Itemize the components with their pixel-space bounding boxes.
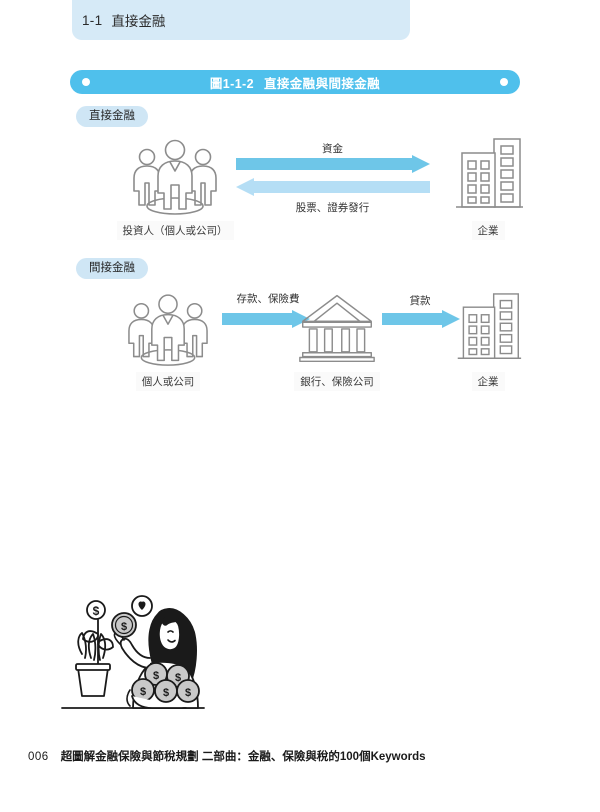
arrow-right-deposit-icon [222,310,310,328]
svg-text:$: $ [153,670,159,682]
svg-text:$: $ [163,687,169,699]
flow-label-funds: 資金 [322,143,343,155]
figure-title: 直接金融與間接金融 [263,76,381,91]
arrow-left-securities-icon [236,178,430,196]
flow-label-securities-issue: 股票、證券發行 [295,202,370,214]
three-people-icon [133,139,217,215]
page-footer: 006 超圖解金融保險與節稅規劃 二部曲：金融、保險與稅的100個Keywords [28,748,426,764]
figure-title-banner: 圖1-1-2 直接金融與間接金融 [70,70,520,94]
flow-label-loan: 貸款 [409,295,431,307]
banner-dot-left-icon [82,78,90,86]
node-individual-label: 個人或公司 [135,372,201,391]
section-label-direct-finance: 直接金融 [76,106,148,127]
svg-text:$: $ [185,687,191,699]
woman-with-money-illustration: $ $ $ [61,595,205,709]
node-company-indirect: 企業 [438,288,538,391]
page-number: 006 [28,751,49,763]
node-investor-label: 投資人（個人或公司） [116,221,234,240]
node-individual: 個人或公司 [110,288,226,391]
chapter-header-bar: 1-1 直接金融 [72,0,410,40]
figure-number: 圖1-1-2 [209,76,254,91]
node-company-indirect-label: 企業 [471,372,505,391]
node-company-direct: 企業 [438,133,538,240]
node-bank: 銀行、保險公司 [287,288,387,391]
node-company-direct-label: 企業 [471,221,505,240]
office-building-icon [457,293,522,359]
chapter-number: 1-1 [82,12,103,28]
book-title: 超圖解金融保險與節稅規劃 二部曲：金融、保險與稅的100個Keywords [60,751,426,763]
svg-text:$: $ [121,621,127,633]
arrow-right-funds-icon [236,155,430,173]
svg-text:$: $ [93,604,100,618]
bank-icon [299,294,375,363]
chapter-title: 直接金融 [111,14,166,29]
node-bank-label: 銀行、保險公司 [294,372,380,391]
three-people-icon [128,294,208,366]
arrow-right-loan-icon [382,310,460,328]
flow-label-deposit-premium: 存款、保險費 [236,293,300,305]
svg-text:$: $ [140,686,146,698]
office-building-icon [456,138,523,208]
section-label-indirect-finance: 間接金融 [76,258,148,279]
svg-text:$: $ [175,672,181,684]
node-investor: 投資人（個人或公司） [110,133,240,240]
figure-banner-text: 圖1-1-2 直接金融與間接金融 [210,73,380,92]
banner-dot-right-icon [500,78,508,86]
